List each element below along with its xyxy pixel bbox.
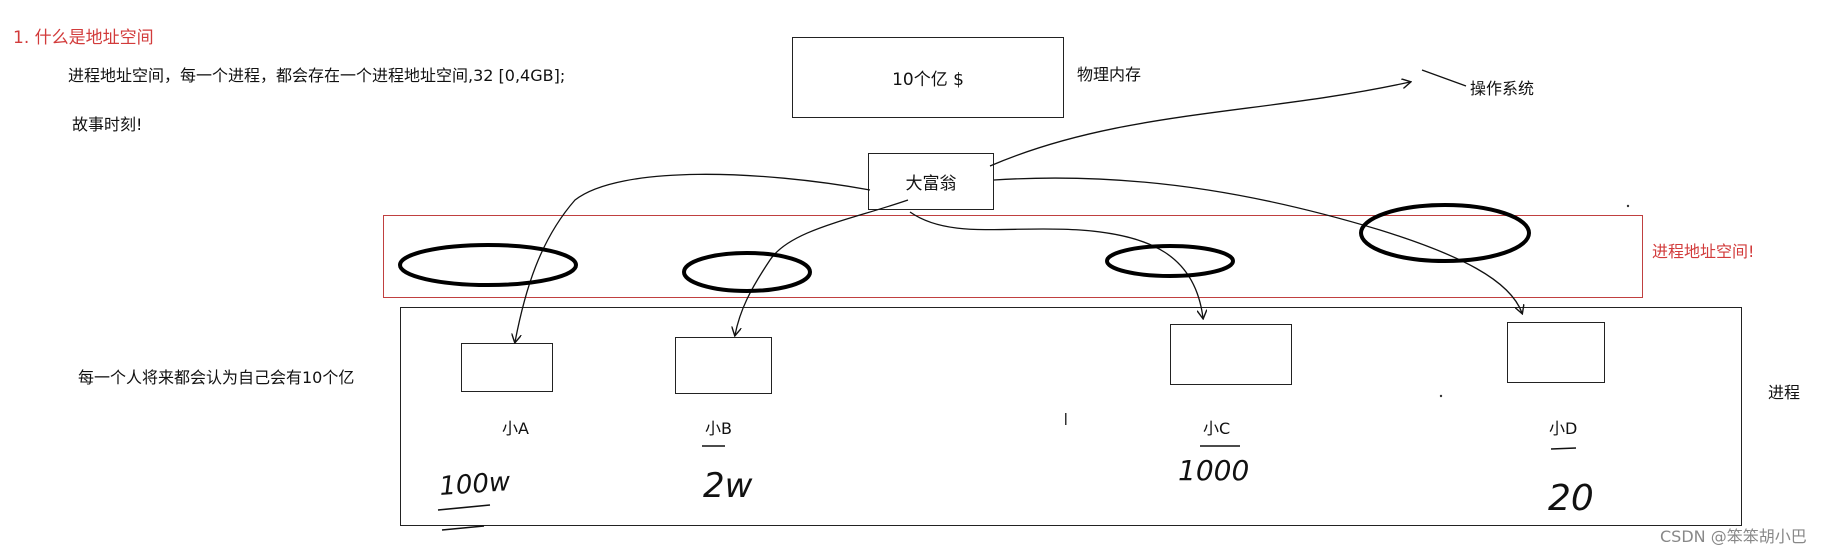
handwritten-amount-c: 1000 xyxy=(1178,454,1249,487)
virtual-address-space-label: 进程地址空间! xyxy=(1652,242,1755,261)
virtual-address-space-region xyxy=(383,215,1643,298)
process-label: 进程 xyxy=(1768,383,1801,402)
process-region xyxy=(400,307,1742,526)
arrow-rich-to-b xyxy=(735,199,909,335)
rich-man-label: 大富翁 xyxy=(905,174,957,194)
address-space-ellipse-b xyxy=(682,251,812,293)
underline-d xyxy=(1550,447,1577,450)
text-cursor-mark xyxy=(1065,413,1067,425)
process-box-d xyxy=(1507,322,1605,383)
child-label-b: 小B xyxy=(705,419,732,438)
handwritten-amount-a: 100w xyxy=(438,467,512,502)
rich-man-box: 大富翁 xyxy=(868,153,994,210)
belief-text: 每一个人将来都会认为自己会有10个亿 xyxy=(78,368,355,387)
address-space-ellipse-d xyxy=(1359,203,1531,263)
arrow-rich-to-d xyxy=(993,177,1522,313)
child-label-c: 小C xyxy=(1203,419,1231,438)
stray-dot-2 xyxy=(1439,394,1443,398)
arrow-os-tail xyxy=(1421,69,1467,87)
physical-memory-amount: 10个亿 $ xyxy=(892,70,964,90)
child-label-d: 小D xyxy=(1549,419,1578,438)
address-space-ellipse-a xyxy=(398,243,578,287)
handwritten-amount-d: 20 xyxy=(1548,478,1594,519)
address-space-ellipse-c xyxy=(1105,244,1235,278)
underline-a-2 xyxy=(441,525,485,531)
handwritten-amount-b: 2w xyxy=(703,466,753,506)
underline-a-1 xyxy=(437,504,491,511)
process-box-b xyxy=(675,337,772,394)
physical-memory-box: 10个亿 $ xyxy=(792,37,1064,118)
stray-dot-1 xyxy=(1626,204,1630,208)
physical-memory-label: 物理内存 xyxy=(1077,65,1142,84)
arrow-rich-to-a xyxy=(515,173,871,342)
address-space-description: 进程地址空间，每一个进程，都会存在一个进程地址空间,32 [0,4GB]; xyxy=(68,66,566,85)
arrow-rich-to-c xyxy=(909,211,1203,318)
section-heading: 1. 什么是地址空间 xyxy=(13,28,154,48)
operating-system-label: 操作系统 xyxy=(1470,79,1535,98)
arrow-rich-to-os xyxy=(989,82,1410,167)
process-box-c xyxy=(1170,324,1292,385)
child-label-a: 小A xyxy=(502,419,529,438)
story-label: 故事时刻! xyxy=(72,115,143,134)
csdn-watermark: CSDN @笨笨胡小巴 xyxy=(1660,527,1807,546)
process-box-a xyxy=(461,343,553,392)
